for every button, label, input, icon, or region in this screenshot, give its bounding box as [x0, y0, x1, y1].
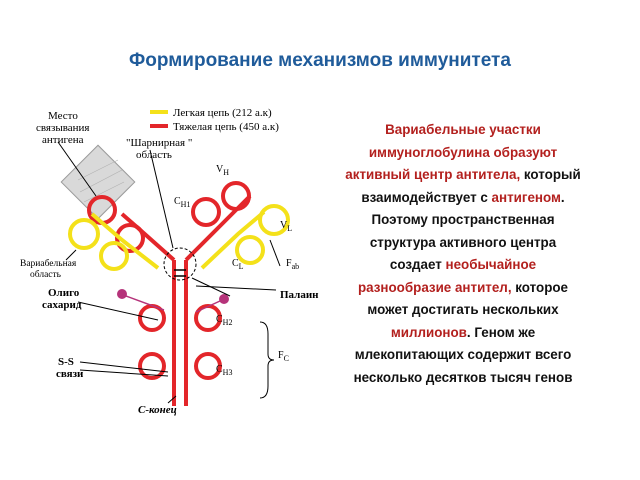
slide-title: Формирование механизмов иммунитета [129, 50, 511, 71]
c-terminus-label: С-конец [138, 404, 177, 416]
cl-label: CL [232, 258, 244, 271]
heavy-chain-legend: Тяжелая цепь (450 а.к) [173, 121, 279, 133]
ss-bonds-label-1: S-S [58, 356, 74, 368]
text-diversity: необычайное разнообразие антител, [357, 257, 537, 295]
disulfide-bonds [174, 269, 186, 277]
oligosaccharide-label-2: сахарид [42, 299, 82, 311]
right-heavy-chain [184, 181, 252, 262]
variable-region-label-2: область [30, 269, 62, 280]
binding-site-label-1: Место [48, 110, 78, 122]
antigen-shape [60, 144, 136, 220]
text-can-reach: которое может достигать нескольких [367, 279, 569, 318]
ss-bonds-label-2: связи [56, 368, 84, 380]
ch3-label: CH3 [216, 364, 232, 377]
text-millions: миллионов [390, 324, 467, 340]
palain-label: Палаин [280, 289, 319, 301]
text-interacts: который взаимодействует с [361, 167, 581, 205]
hinge-circle [163, 247, 197, 281]
fab-label: Fab [286, 258, 299, 271]
hinge-label-1: "Шарнирная " [126, 137, 192, 149]
binding-site-label-3: антигена [42, 134, 84, 146]
vl-label: VL [280, 220, 292, 233]
text-structure: . Поэтому пространственная структура акт… [369, 189, 565, 273]
text-antigen: антигеном [491, 189, 561, 205]
antigen-hatch [77, 159, 125, 203]
text-variable-regions: Вариабельные участки иммуноглобулина обр… [345, 122, 558, 182]
vh-label: VH [216, 164, 229, 177]
right-light-chain [200, 204, 290, 270]
oligosaccharide-right [219, 294, 229, 304]
fc-stem [138, 260, 222, 406]
fc-label: FC [278, 350, 289, 363]
hinge-label-2: область [136, 149, 172, 161]
left-light-chain [68, 212, 160, 271]
antibody-diagram: Легкая цепь (212 а.к) Тяжелая цепь (450 … [20, 107, 319, 416]
variable-region-label-1: Вариабельная [20, 258, 77, 269]
ch1-label: CH1 [174, 196, 190, 209]
oligosaccharide-left [117, 289, 127, 299]
binding-site-label-2: связывания [36, 122, 90, 134]
description-paragraph: Вариабельные участки иммуноглобулина обр… [343, 119, 583, 389]
pointer-lines [57, 141, 281, 404]
ch2-label: CH2 [216, 314, 232, 327]
light-chain-legend: Легкая цепь (212 а.к) [173, 107, 272, 119]
oligosaccharide-label-1: Олиго [48, 287, 80, 299]
text-genome: . Геном же млекопитающих содержит всего … [353, 324, 573, 385]
